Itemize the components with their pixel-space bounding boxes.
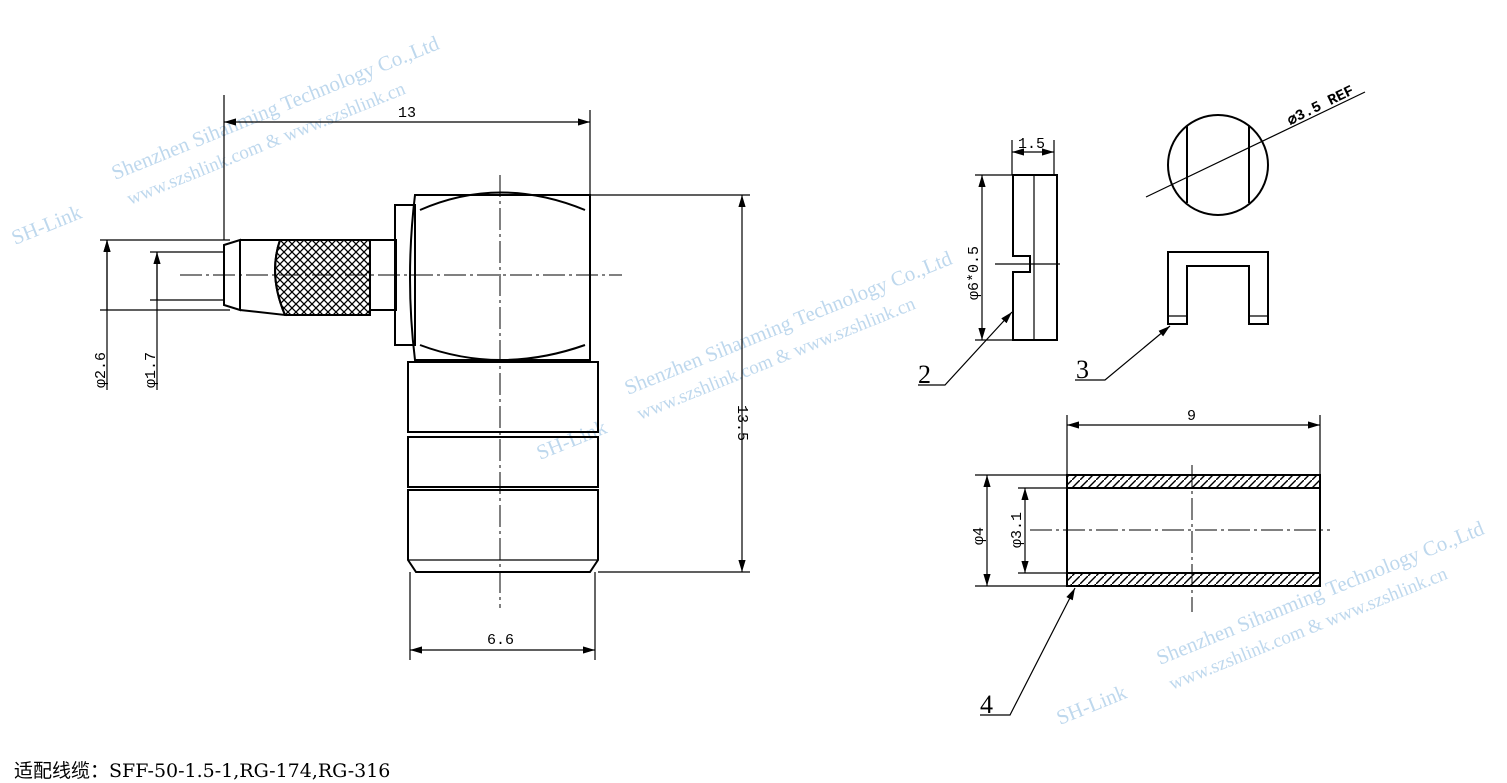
dim-13: 13 bbox=[398, 105, 416, 122]
part-label-4: 4 bbox=[980, 690, 993, 719]
dim-6-6: 6.6 bbox=[487, 632, 514, 649]
svg-text:Shenzhen Sihanming Technology: Shenzhen Sihanming Technology Co.,Ltd bbox=[108, 31, 443, 185]
part-2-washer: 1.5 φ6*0.5 2 bbox=[918, 136, 1060, 389]
dim-3-5-ref: ⌀3.5 REF bbox=[1285, 83, 1357, 130]
dim-9: 9 bbox=[1187, 408, 1196, 425]
svg-text:Shenzhen Sihanming Technology: Shenzhen Sihanming Technology Co.,Ltd bbox=[621, 246, 956, 400]
part-label-2: 2 bbox=[918, 360, 931, 389]
dim-phi-4: φ4 bbox=[971, 527, 988, 545]
connector-side-view: 13 φ2.6 φ1.7 13.5 6.6 bbox=[93, 95, 750, 660]
dim-1-5: 1.5 bbox=[1018, 136, 1045, 153]
watermark: Shenzhen Sihanming Technology Co.,Ltd ww… bbox=[8, 31, 1488, 730]
svg-text:SH-Link: SH-Link bbox=[1053, 680, 1131, 730]
part-label-3: 3 bbox=[1076, 355, 1089, 384]
svg-text:SH-Link: SH-Link bbox=[8, 200, 86, 250]
dim-13-5: 13.5 bbox=[733, 405, 750, 441]
dim-phi-2-6: φ2.6 bbox=[93, 352, 110, 388]
compatible-cables-note: 适配线缆：SFF-50-1.5-1,RG-174,RG-316 bbox=[14, 760, 391, 782]
dim-phi-3-1: φ3.1 bbox=[1009, 512, 1026, 548]
dim-phi-1-7: φ1.7 bbox=[143, 352, 160, 388]
dim-phi-6: φ6*0.5 bbox=[966, 246, 983, 300]
part-3-clip: ⌀3.5 REF 3 bbox=[1075, 83, 1366, 384]
part-4-tube: 9 φ4 φ3.1 4 bbox=[971, 408, 1330, 719]
